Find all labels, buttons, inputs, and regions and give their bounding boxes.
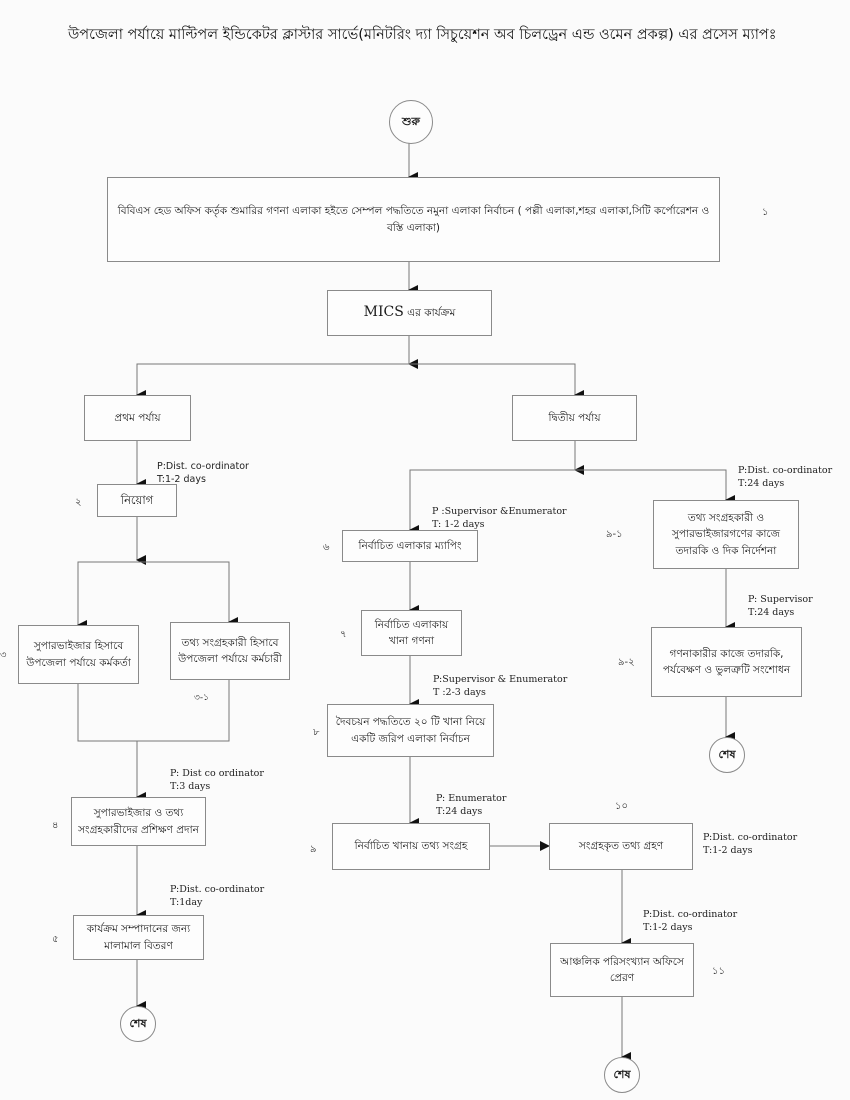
annotation-person: P:Dist. co-ordinator xyxy=(738,465,833,476)
step7-box: নির্বাচিত এলাকায় খানা গণনা xyxy=(361,610,462,656)
step9_2-box: গণনাকারীর কাজে তদারকি, পর্যবেক্ষণ ও ভুলত… xyxy=(651,627,802,697)
step-number-9-2: ৯-২ xyxy=(618,657,635,668)
annotation-person: P:Dist. co-ordinator xyxy=(157,461,249,472)
split-line-step3 xyxy=(77,561,230,625)
annotation-time: T:3 days xyxy=(170,780,211,792)
page-title: উপজেলা পর্যায়ে মাল্টিপল ইন্ডিকেটর ক্লাস… xyxy=(68,27,777,43)
step3a-box: সুপারভাইজার হিসাবে উপজেলা পর্যায়ে কর্মক… xyxy=(18,625,139,684)
step11-box: আঞ্চলিক পরিসংখ্যান অফিসে প্রেরণ xyxy=(550,943,694,997)
step5-box: কার্যক্রম সম্পাদানের জন্য মালামাল বিতরণ xyxy=(73,915,204,960)
end-terminal-left: শেষ xyxy=(120,1006,156,1042)
annotation-step9-2: P: Supervisor T:24 days xyxy=(748,594,813,620)
step2-box: নিয়োগ xyxy=(97,484,177,517)
annotation-step9-1: P:Dist. co-ordinator T:24 days xyxy=(738,465,832,491)
step8-box: দৈবচয়ন পদ্ধতিতে ২০ টি খানা নিয়ে একটি জ… xyxy=(327,704,494,757)
step4-text: সুপারভাইজার ও তথ্য সংগ্রহকারীদের প্রশিক্… xyxy=(78,807,199,836)
annotation-time: T:1-2 days xyxy=(157,473,206,485)
annotation-person: P:Dist. co-ordinator xyxy=(643,909,738,920)
annotation-step10: P:Dist. co-ordinator T:1-2 days xyxy=(703,832,797,858)
annotation-step2: P:Dist. co-ordinator T:1-2 days xyxy=(157,461,249,487)
step7-text: নির্বাচিত এলাকায় খানা গণনা xyxy=(374,618,449,647)
split-line-phases xyxy=(136,363,576,395)
phase2-box: দ্বিতীয় পর্যায় xyxy=(512,395,637,441)
annotation-step9: P: Enumerator T:24 days xyxy=(436,793,506,819)
step9_2-text: গণনাকারীর কাজে তদারকি, পর্যবেক্ষণ ও ভুলত… xyxy=(662,647,791,676)
merge-line-step3 xyxy=(77,680,230,742)
step6-text: নির্বাচিত এলাকার ম্যাপিং xyxy=(358,539,462,552)
annotation-step8: P:Supervisor & Enumerator T :2-3 days xyxy=(433,674,567,700)
step3b-box: তথ্য সংগ্রহকারী হিসাবে উপজেলা পর্যায়ে ক… xyxy=(170,622,290,680)
step2-text: নিয়োগ xyxy=(120,492,154,507)
start-terminal: শুরু xyxy=(389,100,433,144)
mics-suffix: এর কার্যক্রম xyxy=(403,307,456,320)
end-label: শেষ xyxy=(718,747,736,761)
start-label: শুরু xyxy=(402,114,420,128)
annotation-time: T:1-2 days xyxy=(643,921,693,933)
step6-box: নির্বাচিত এলাকার ম্যাপিং xyxy=(342,530,478,562)
step-number-3: ৩ xyxy=(0,650,7,661)
annotation-person: P: Enumerator xyxy=(436,793,507,804)
step-number-10: ১০ xyxy=(615,801,628,812)
end-terminal-bottom: শেষ xyxy=(604,1057,640,1093)
annotation-step5: P:Dist. co-ordinator T:1day xyxy=(170,884,264,910)
phase1-box: প্রথম পর্যায় xyxy=(84,395,191,441)
step8-text: দৈবচয়ন পদ্ধতিতে ২০ টি খানা নিয়ে একটি জ… xyxy=(335,716,486,745)
annotation-step6: P :Supervisor &Enumerator T: 1-2 days xyxy=(432,506,567,532)
step-number-8: ৮ xyxy=(313,727,320,738)
step-number-4: ৪ xyxy=(52,820,59,831)
step-number-2: ২ xyxy=(75,497,82,508)
step4-box: সুপারভাইজার ও তথ্য সংগ্রহকারীদের প্রশিক্… xyxy=(71,797,206,846)
step3a-text: সুপারভাইজার হিসাবে উপজেলা পর্যায়ে কর্মক… xyxy=(26,640,131,669)
step-number-6: ৬ xyxy=(323,542,330,553)
annotation-step4: P: Dist co ordinator T:3 days xyxy=(170,768,264,794)
annotation-time: T: 1-2 days xyxy=(432,518,485,530)
annotation-time: T:24 days xyxy=(436,805,483,817)
annotation-time: T:24 days xyxy=(738,477,785,489)
annotation-time: T:24 days xyxy=(748,606,795,618)
mics-label: MICS xyxy=(363,304,404,321)
annotation-person: P:Dist. co-ordinator xyxy=(170,884,265,895)
step9-box: নির্বাচিত খানায় তথ্য সংগ্রহ xyxy=(332,823,490,870)
annotation-person: P: Supervisor xyxy=(748,594,813,605)
step9-text: নির্বাচিত খানায় তথ্য সংগ্রহ xyxy=(354,840,468,853)
annotation-person: P:Dist. co-ordinator xyxy=(703,832,798,843)
step5-text: কার্যক্রম সম্পাদানের জন্য মালামাল বিতরণ xyxy=(86,923,191,952)
step9_1-text: তথ্য সংগ্রহকারী ও সুপারভাইজারগণের কাজে ত… xyxy=(672,512,780,557)
step9_1-box: তথ্য সংগ্রহকারী ও সুপারভাইজারগণের কাজে ত… xyxy=(653,500,799,569)
step1-box: বিবিএস হেড অফিস কর্তৃক শুমারির গণনা এলাক… xyxy=(107,177,720,262)
step-number-9-1: ৯-১ xyxy=(606,529,623,540)
annotation-time: T:1-2 days xyxy=(703,844,753,856)
end-label: শেষ xyxy=(129,1016,147,1030)
end-terminal-right: শেষ xyxy=(709,737,745,773)
step11-text: আঞ্চলিক পরিসংখ্যান অফিসে প্রেরণ xyxy=(560,955,684,984)
annotation-person: P:Supervisor & Enumerator xyxy=(433,674,568,685)
phase2-text: দ্বিতীয় পর্যায় xyxy=(548,411,601,424)
step3b-text: তথ্য সংগ্রহকারী হিসাবে উপজেলা পর্যায়ে ক… xyxy=(178,636,282,665)
annotation-step11: P:Dist. co-ordinator T:1-2 days xyxy=(643,909,737,935)
mics-program-text: MICS এর কার্যক্রম xyxy=(364,302,456,324)
annotation-time: T:1day xyxy=(170,896,203,908)
annotation-person: P :Supervisor &Enumerator xyxy=(432,506,567,517)
annotation-person: P: Dist co ordinator xyxy=(170,768,264,779)
step10-text: সংগ্রহকৃত তথ্য গ্রহণ xyxy=(578,840,664,853)
step-number-5: ৫ xyxy=(52,934,59,945)
end-label: শেষ xyxy=(613,1067,631,1081)
mics-program-box: MICS এর কার্যক্রম xyxy=(327,290,492,336)
step-number-1: ১ xyxy=(762,207,769,218)
step-number-3-1: ৩-১ xyxy=(194,693,209,703)
annotation-time: T :2-3 days xyxy=(433,686,486,698)
phase1-text: প্রথম পর্যায় xyxy=(114,411,161,424)
step-number-9: ৯ xyxy=(310,844,317,855)
step1-text: বিবিএস হেড অফিস কর্তৃক শুমারির গণনা এলাক… xyxy=(117,205,710,234)
step10-box: সংগ্রহকৃত তথ্য গ্রহণ xyxy=(549,823,693,870)
step-number-11: ১১ xyxy=(712,966,725,977)
step-number-7: ৭ xyxy=(340,629,347,640)
